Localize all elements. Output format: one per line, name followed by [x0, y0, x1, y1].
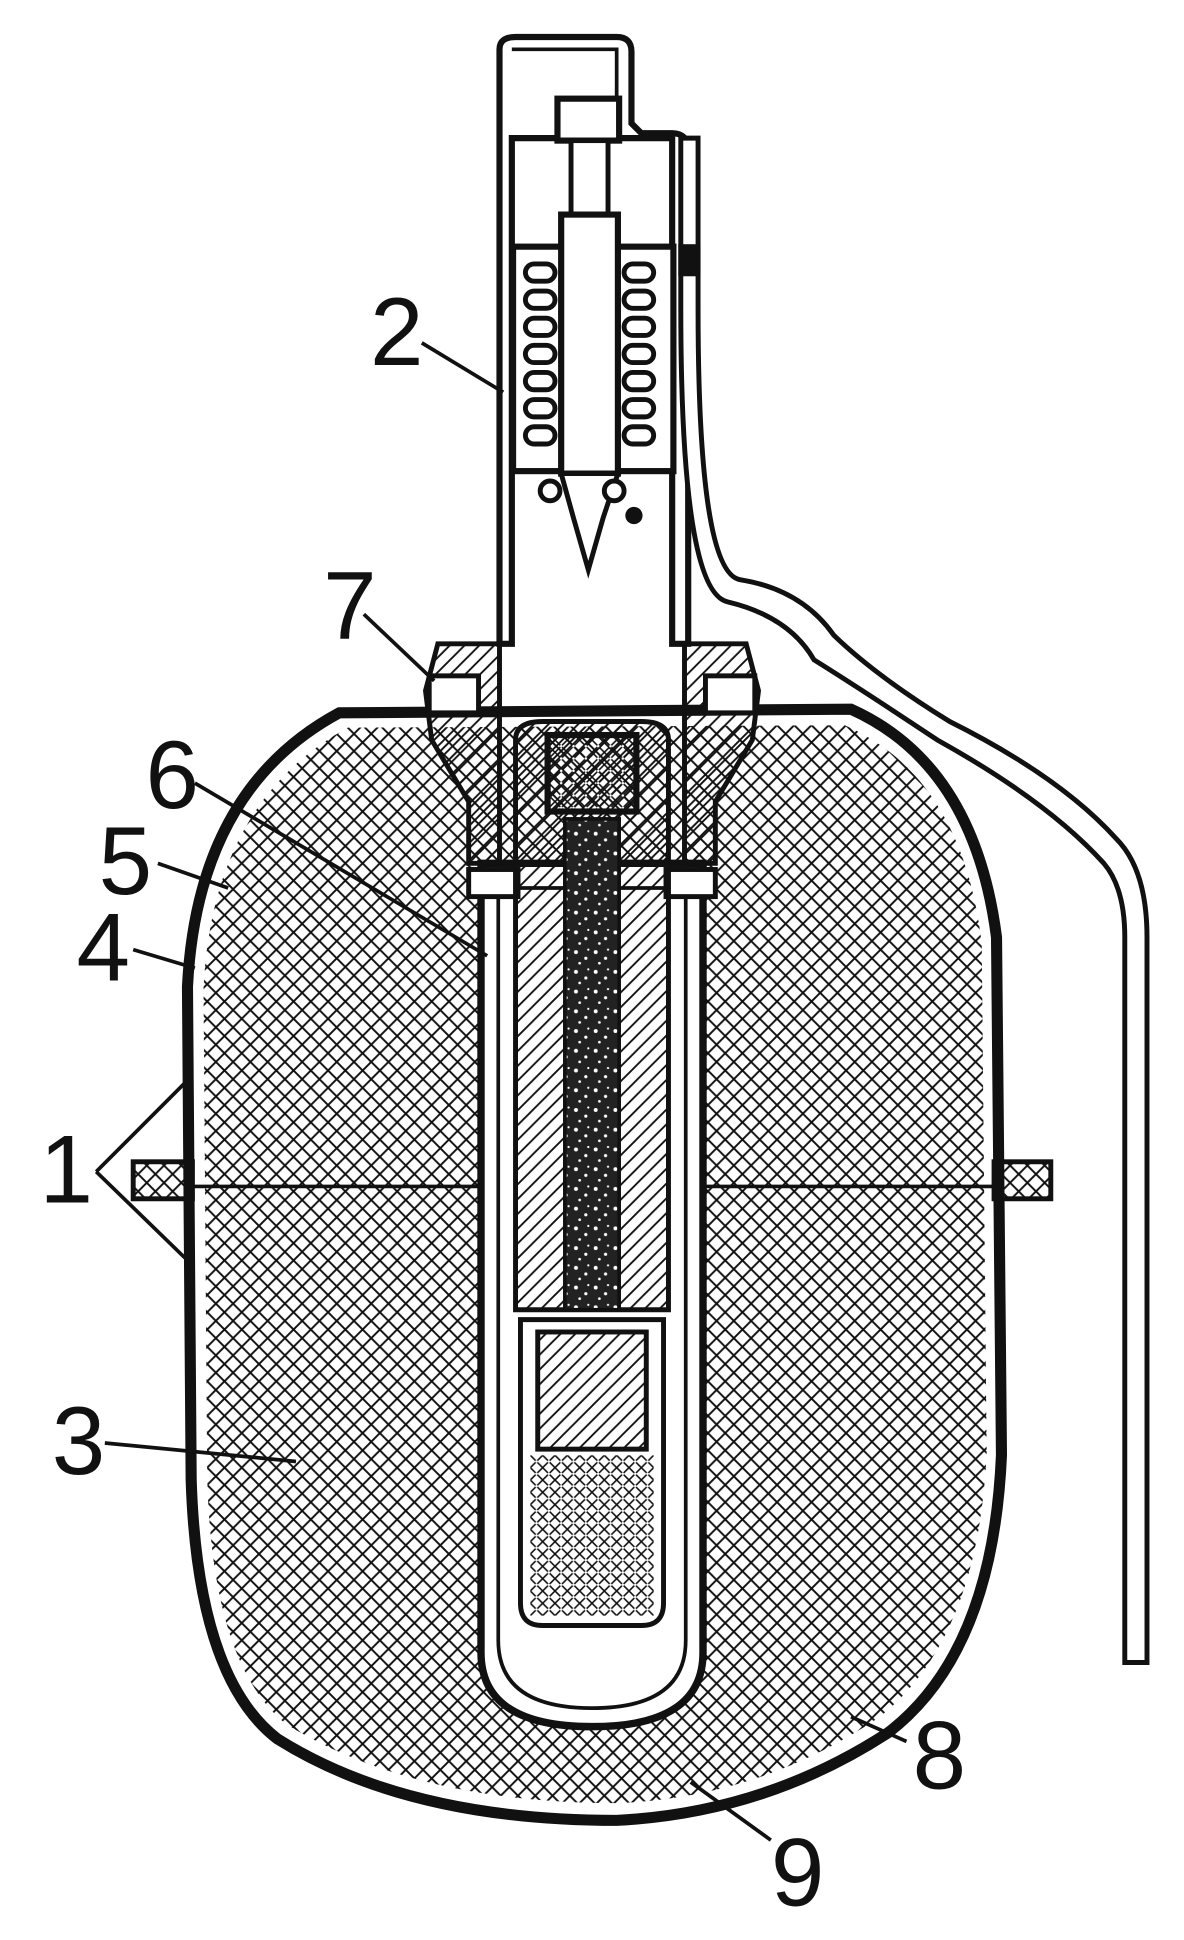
label-9: 9: [771, 1819, 825, 1926]
explosive-charge-column: [563, 817, 621, 1312]
label-1: 1: [39, 1116, 92, 1223]
label-7: 7: [323, 553, 377, 660]
leader-4: [132, 947, 196, 970]
leader-1b: [94, 1170, 187, 1260]
label-3: 3: [52, 1388, 106, 1495]
leader-lines: [94, 341, 908, 1842]
fuze-housing: [496, 33, 692, 647]
leader-9: [689, 1780, 772, 1842]
left-lug: [130, 1159, 195, 1202]
label-5: 5: [99, 808, 153, 915]
leader-6: [193, 781, 489, 958]
callout-labels: 2 7 6 5 4 1 3 8 9: [39, 279, 966, 1926]
leader-8: [850, 1715, 908, 1744]
detonator-capsule: [518, 1317, 666, 1628]
label-8: 8: [913, 1702, 967, 1809]
leader-7: [362, 612, 436, 683]
label-4: 4: [76, 894, 130, 1001]
firing-pin: [557, 471, 622, 579]
leader-5: [157, 861, 229, 890]
label-2: 2: [370, 279, 424, 386]
leader-1a: [94, 1081, 187, 1173]
leader-2: [420, 341, 505, 394]
striker-spring: [522, 261, 657, 447]
leader-3: [104, 1441, 297, 1464]
safety-lever: [678, 135, 1150, 1665]
right-lug: [991, 1159, 1054, 1202]
threaded-bushing: [422, 641, 762, 900]
label-6: 6: [146, 722, 200, 829]
detonator-holder: [513, 719, 671, 1313]
